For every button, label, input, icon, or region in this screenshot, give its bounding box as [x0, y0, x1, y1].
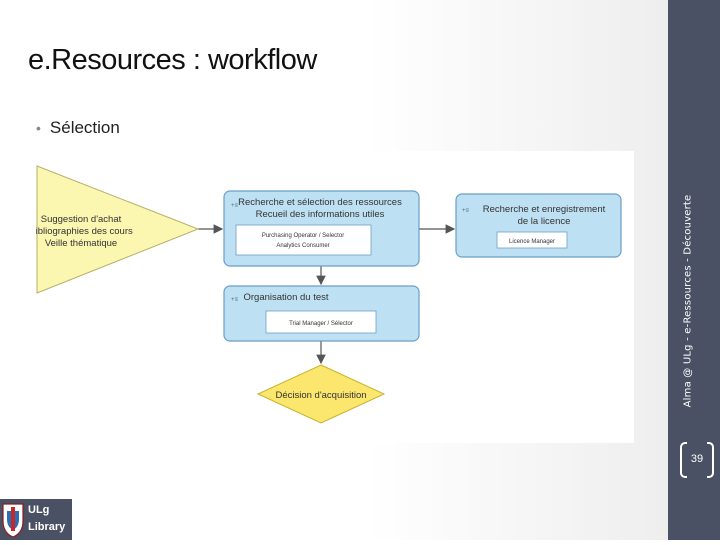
bullet-text: Sélection	[49, 118, 120, 137]
start-node: Suggestion d'achat Bibliographies des co…	[36, 165, 200, 294]
process-2-role: Licence Manager	[509, 239, 555, 245]
process-2-title-1: Recherche et enregistrement	[483, 204, 606, 215]
logo-line-2: Library	[28, 521, 66, 533]
process-3-role-box	[265, 310, 377, 334]
start-line-2: Bibliographies des cours	[36, 226, 133, 237]
slide-title: e.Resources : workflow	[28, 44, 317, 76]
logo-line-1: ULg	[28, 504, 50, 516]
process-node-1: +≡ Recherche et sélection des ressources…	[223, 190, 420, 267]
start-line-1: Suggestion d'achat	[41, 214, 122, 225]
process-1-role-1: Purchasing Operator / Selector	[262, 233, 344, 239]
page-number-box: 39	[680, 442, 714, 480]
process-1-title-2: Recueil des informations utiles	[256, 209, 385, 220]
process-3-title: Organisation du test	[243, 292, 328, 303]
process-2-expand-icon: +≡	[462, 208, 470, 214]
process-1-role-box	[235, 224, 372, 256]
bracket-right	[707, 442, 714, 478]
page-number: 39	[690, 453, 704, 465]
process-2-title-2: de la licence	[518, 216, 571, 227]
bullet-item: • Sélection	[36, 118, 120, 138]
right-sidebar	[668, 0, 720, 540]
process-3-role: Trial Manager / Sélector	[289, 321, 353, 327]
bullet-dot-icon: •	[36, 120, 41, 136]
process-node-2: +≡ Recherche et enregistrement de la lic…	[455, 193, 622, 258]
bracket-left	[680, 442, 687, 478]
process-3-expand-icon: +≡	[231, 297, 239, 303]
process-node-3: +≡ Organisation du test Trial Manager / …	[223, 285, 420, 342]
process-1-title-1: Recherche et sélection des ressources	[238, 197, 402, 208]
decision-label: Décision d'acquisition	[275, 390, 366, 401]
process-1-expand-icon: +≡	[231, 203, 239, 209]
shield-stripe	[11, 507, 15, 531]
decision-node: Décision d'acquisition	[256, 364, 386, 424]
process-1-role-2: Analytics Consumer	[276, 243, 329, 249]
start-line-3: Veille thématique	[45, 238, 117, 249]
ulg-library-logo: ULg Library	[0, 499, 72, 540]
logo-graphic	[0, 499, 72, 540]
workflow-diagram: Suggestion d'achat Bibliographies des co…	[36, 151, 634, 443]
process-2-role-box	[496, 231, 568, 249]
side-caption: Alma @ ULg - e-Ressources - Découverte	[682, 194, 694, 408]
